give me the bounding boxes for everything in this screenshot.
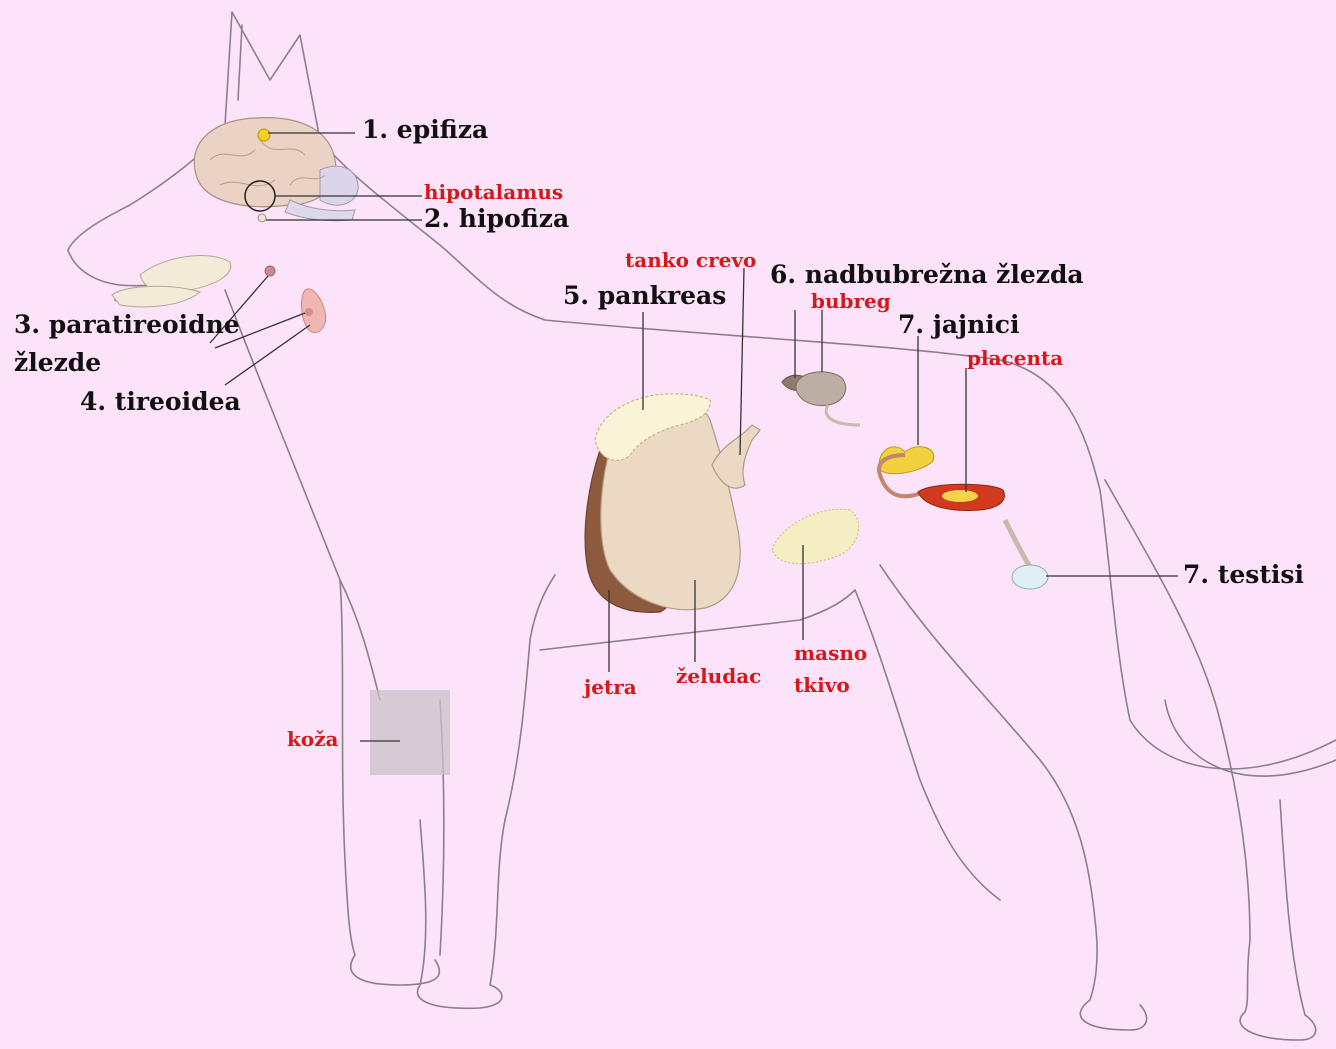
label-testisi: 7. testisi [1183, 562, 1304, 587]
dog-hind-leg-front [880, 565, 1147, 1030]
label-pankreas: 5. pankreas [563, 283, 726, 308]
larynx-shape-lower [112, 286, 200, 307]
skin-patch [370, 690, 450, 775]
dog-foreleg-outline [340, 580, 439, 985]
label-hipotalamus: hipotalamus [424, 182, 563, 202]
dog-neck-front-outline [225, 290, 380, 700]
epifiza-gland [258, 129, 270, 141]
label-placenta: placenta [967, 348, 1063, 368]
dog-ear-inner [238, 25, 242, 100]
label-jajnici: 7. jajnici [898, 312, 1019, 337]
dog-hind-thigh-outline [855, 590, 1000, 900]
label-bubreg: bubreg [811, 291, 891, 311]
masno-tkivo-organ [772, 509, 859, 564]
label-nadbubrezna: 6. nadbubrežna žlezda [770, 262, 1084, 287]
placenta-inner [942, 490, 978, 502]
label-paratireoidne-line2: žlezde [14, 350, 101, 375]
tireoidea-gland [301, 289, 325, 333]
label-tireoidea: 4. tireoidea [80, 389, 241, 414]
label-koza: koža [287, 729, 339, 749]
label-tanko-crevo: tanko crevo [625, 250, 756, 270]
dog-chest-belly-outline [505, 575, 555, 820]
label-masno-tkivo-line1: masno [794, 643, 867, 663]
brain-cerebellum [320, 166, 358, 205]
paratireoidne-gland [265, 266, 275, 276]
hipofiza-gland [258, 214, 266, 222]
label-zeludac: želudac [676, 666, 761, 686]
tireoidea-inner-dot [305, 308, 313, 316]
ureter [826, 405, 860, 425]
label-jetra: jetra [584, 677, 637, 697]
dog-second-foreleg [418, 820, 506, 1008]
label-paratireoidne-line1: 3. paratireoidne [14, 312, 240, 337]
leader-tanko-crevo [740, 268, 744, 455]
testisi-cord [1005, 520, 1032, 570]
label-masno-tkivo-line2: tkivo [794, 675, 850, 695]
bubreg-organ [796, 372, 846, 406]
testisi-organ [1012, 565, 1048, 589]
label-hipofiza: 2. hipofiza [424, 206, 569, 231]
tanko-crevo-organ [712, 425, 760, 488]
label-epifiza: 1. epifiza [362, 117, 488, 142]
